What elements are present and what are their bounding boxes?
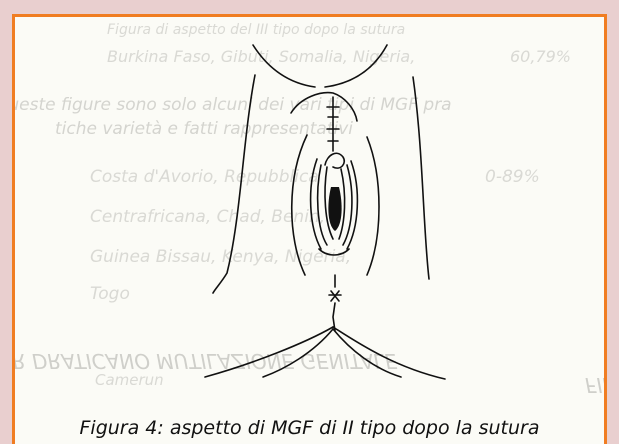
figure-caption: Figura 4: aspetto di MGF di II tipo dopo… (15, 417, 604, 439)
opening-mark (15, 17, 607, 444)
figure-panel: Figura di aspetto del III tipo dopo la s… (12, 14, 607, 444)
